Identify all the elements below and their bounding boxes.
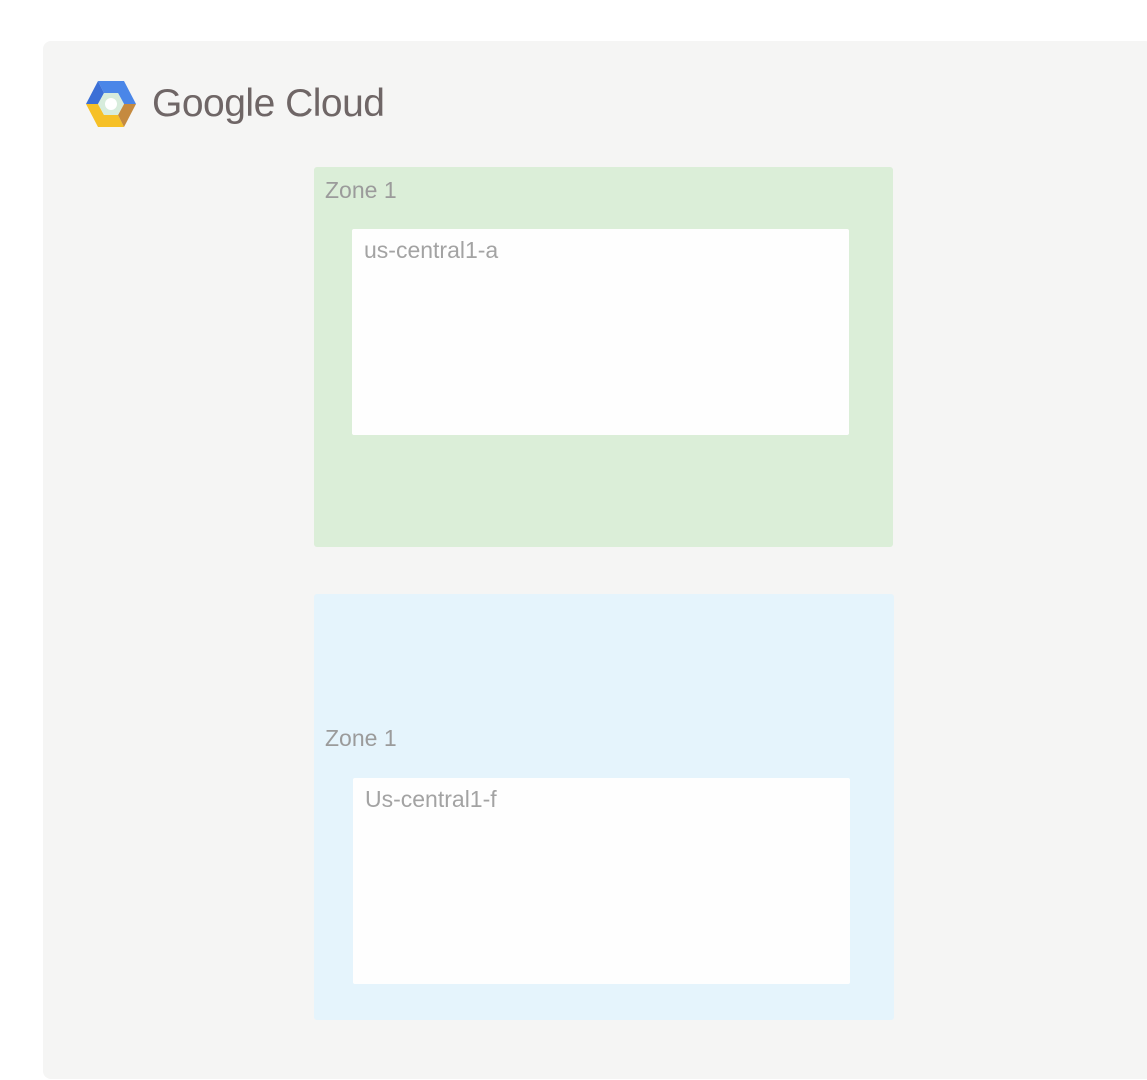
zone-box-1: Zone 1 us-central1-a — [314, 167, 893, 547]
zone-label: Zone 1 — [325, 725, 397, 751]
brand-name: Google Cloud — [152, 82, 385, 125]
zone-label: Zone 1 — [325, 177, 397, 203]
subnet-box-us-central1-a: us-central1-a — [352, 229, 849, 435]
google-cloud-hexagon-icon — [86, 81, 136, 127]
subnet-label: Us-central1-f — [365, 786, 497, 812]
subnet-label: us-central1-a — [364, 237, 499, 263]
zone-box-2: Zone 1 Us-central1-f — [314, 594, 894, 1020]
google-cloud-logo: Google Cloud — [84, 78, 385, 130]
subnet-box-us-central1-f: Us-central1-f — [353, 778, 850, 984]
